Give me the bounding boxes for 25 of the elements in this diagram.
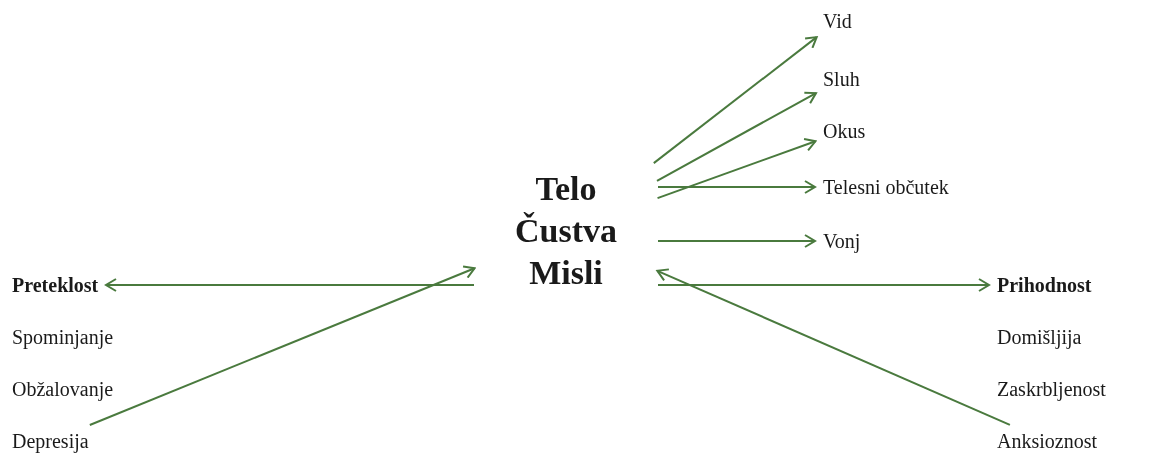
arrow — [656, 268, 1011, 426]
list-item: Okus — [823, 119, 866, 144]
list-item: Zaskrbljenost — [997, 377, 1106, 402]
arrow — [656, 91, 817, 182]
list-item: Obžalovanje — [12, 377, 114, 402]
arrow — [105, 278, 475, 292]
arrow — [657, 180, 816, 194]
center-word: Čustva — [514, 211, 618, 251]
arrow — [88, 265, 476, 426]
list-item: Anksioznost — [997, 429, 1097, 454]
arrow — [657, 278, 990, 292]
list-item: Preteklost — [12, 273, 99, 298]
center-word: Misli — [528, 253, 604, 293]
list-item: Sluh — [823, 67, 860, 92]
arrow — [656, 138, 817, 200]
arrow — [652, 36, 818, 165]
arrow — [657, 234, 816, 248]
list-item: Vid — [823, 9, 852, 34]
list-item: Prihodnost — [997, 273, 1092, 298]
center-word: Telo — [534, 169, 598, 209]
list-item: Spominjanje — [12, 325, 114, 350]
list-item: Telesni občutek — [823, 175, 949, 200]
list-item: Vonj — [823, 229, 861, 254]
list-item: Domišljija — [997, 325, 1082, 350]
list-item: Depresija — [12, 429, 89, 454]
